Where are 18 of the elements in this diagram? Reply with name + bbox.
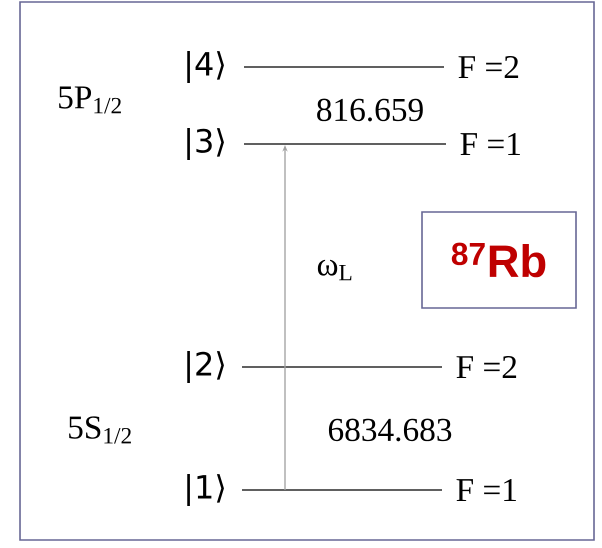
state-label: |1⟩ — [187, 474, 224, 506]
level-label: F =2 — [458, 56, 518, 78]
energy-level-line — [242, 366, 442, 368]
energy-level-line — [242, 489, 442, 491]
state-label: |2⟩ — [187, 351, 224, 383]
level-label: F =2 — [456, 356, 516, 378]
energy-level-line — [244, 66, 444, 68]
level-label: ω$_{L}$ — [318, 260, 352, 280]
energy-level-line — [244, 143, 446, 145]
level-label: 6834.683 — [328, 418, 452, 442]
isotope-box: $^{87}$Rb — [421, 211, 577, 309]
level-label: 5S$_{1/2}$ — [69, 416, 131, 444]
level-label: 5P$_{1/2}$ — [59, 86, 121, 114]
state-label: |4⟩ — [187, 51, 224, 83]
level-label: 816.659 — [317, 98, 423, 122]
level-label: F =1 — [460, 133, 520, 155]
level-label: F =1 — [456, 479, 516, 501]
state-label: |3⟩ — [187, 128, 224, 160]
